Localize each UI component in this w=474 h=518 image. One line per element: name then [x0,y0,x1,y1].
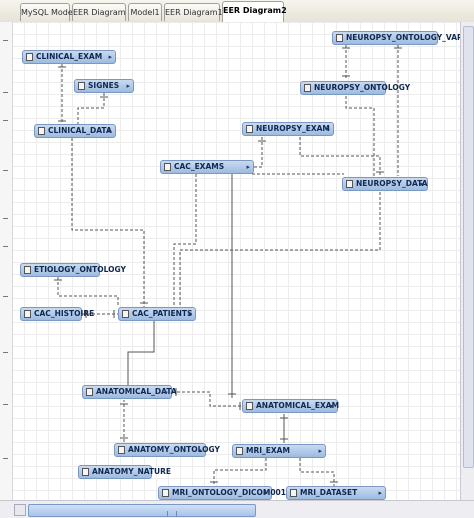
entity-anatomy-nature[interactable]: ANATOMY_NATURE [78,465,171,479]
entity-name: MRI_ONTOLOGY_DICOM0018 [172,488,292,497]
table-icon [24,310,31,318]
entity-anatomical-data[interactable]: ANATOMICAL_DATA ▸ [82,385,177,399]
entity-clinical-data[interactable]: CLINICAL_DATA ▸ [34,124,116,138]
expand-arrow-icon[interactable]: ▸ [326,125,330,133]
vertical-scroll-thumb[interactable] [463,26,474,468]
table-icon [246,125,253,133]
entity-etiology-ontology[interactable]: ETIOLOGY_ONTOLOGY [20,263,126,277]
table-icon [86,388,93,396]
entity-name: SIGNES [88,81,120,90]
expand-arrow-icon[interactable]: ▸ [108,53,112,61]
entity-name: ANATOMY_NATURE [92,467,172,476]
table-icon [346,180,353,188]
table-icon [24,266,31,274]
entity-name: MRI_DATASET [300,488,358,497]
entity-name: NEUROPSY_DATA [356,179,428,188]
expand-arrow-icon[interactable]: ▸ [126,82,130,90]
tab-eer-diagram2[interactable]: EER Diagram2 [222,1,287,22]
entity-name: ANATOMY_ONTOLOGY [128,445,220,454]
table-icon [290,489,297,497]
table-icon [304,84,311,92]
expand-arrow-icon[interactable]: ▸ [378,489,382,497]
tab-model1[interactable]: Model1 [128,3,162,21]
expand-arrow-icon[interactable]: ▸ [198,446,202,454]
expand-arrow-icon[interactable]: ▸ [420,180,424,188]
entity-neuropsy-ontology[interactable]: NEUROPSY_ONTOLOGY [300,81,410,95]
table-icon [164,163,171,171]
entity-cac-patients[interactable]: CAC_PATIENTS ▸ [118,307,196,321]
entity-name: ETIOLOGY_ONTOLOGY [34,265,126,274]
table-icon [162,489,169,497]
expand-arrow-icon[interactable]: ▸ [108,127,112,135]
entity-name: CAC_HISTOIRE [34,309,95,318]
tab-mysql-model[interactable]: MySQL Model [20,3,75,21]
entity-signes[interactable]: SIGNES ▸ [74,79,134,93]
table-icon [82,468,89,476]
entity-clinical-exam[interactable]: CLINICAL_EXAM ▸ [22,50,116,64]
table-icon [336,34,343,42]
scroll-grip-icon [167,511,177,517]
entity-mri-dataset[interactable]: MRI_DATASET ▸ [286,486,386,500]
table-icon [38,127,45,135]
entity-name: NEUROPSY_ONTOLOGY_VAR [346,33,463,42]
entity-neuropsy-ontology-var[interactable]: NEUROPSY_ONTOLOGY_VAR [332,31,463,45]
vertical-scrollbar[interactable] [460,22,474,500]
entity-anatomical-exam[interactable]: ANATOMICAL_EXAM ▸ [242,399,340,413]
scroll-left-button[interactable] [14,504,26,516]
entity-name: CAC_PATIENTS [132,309,193,318]
entity-name: ANATOMICAL_EXAM [256,401,340,410]
expand-arrow-icon[interactable]: ▸ [246,163,250,171]
horizontal-scrollbar[interactable] [0,500,474,518]
table-icon [246,402,253,410]
entity-name: ANATOMICAL_DATA [96,387,177,396]
expand-arrow-icon[interactable]: ▸ [330,402,334,410]
expand-arrow-icon[interactable]: ▸ [264,489,268,497]
entity-name: NEUROPSY_ONTOLOGY [314,83,411,92]
expand-arrow-icon[interactable]: ▸ [188,310,192,318]
tab-eer-diagram[interactable]: EER Diagram [72,3,126,21]
entity-name: CLINICAL_DATA [48,126,112,135]
entity-cac-exams[interactable]: CAC_EXAMS ▸ [160,160,254,174]
expand-arrow-icon[interactable]: ▸ [318,447,322,455]
tab-eer-diagram1[interactable]: EER Diagram1 [164,3,223,21]
entity-name: CAC_EXAMS [174,162,225,171]
left-ruler [0,22,13,500]
horizontal-scroll-thumb[interactable] [28,504,256,517]
entity-mri-exam[interactable]: MRI_EXAM ▸ [232,444,326,458]
entity-name: MRI_EXAM [246,446,290,455]
table-icon [26,53,33,61]
table-icon [78,82,85,90]
document-tab-bar: MySQL Model EER Diagram Model1 EER Diagr… [0,0,474,23]
entity-neuropsy-exam[interactable]: NEUROPSY_EXAM ▸ [242,122,334,136]
entity-name: CLINICAL_EXAM [36,52,103,61]
entity-neuropsy-data[interactable]: NEUROPSY_DATA ▸ [342,177,428,191]
table-icon [122,310,129,318]
entity-name: NEUROPSY_EXAM [256,124,330,133]
expand-arrow-icon[interactable]: ▸ [164,388,168,396]
entity-anatomy-ontology[interactable]: ANATOMY_ONTOLOGY ▸ [114,443,220,457]
entity-mri-ontology-dicom0018[interactable]: MRI_ONTOLOGY_DICOM0018 ▸ [158,486,291,500]
table-icon [118,446,125,454]
table-icon [236,447,243,455]
entity-cac-histoire[interactable]: CAC_HISTOIRE [20,307,94,321]
